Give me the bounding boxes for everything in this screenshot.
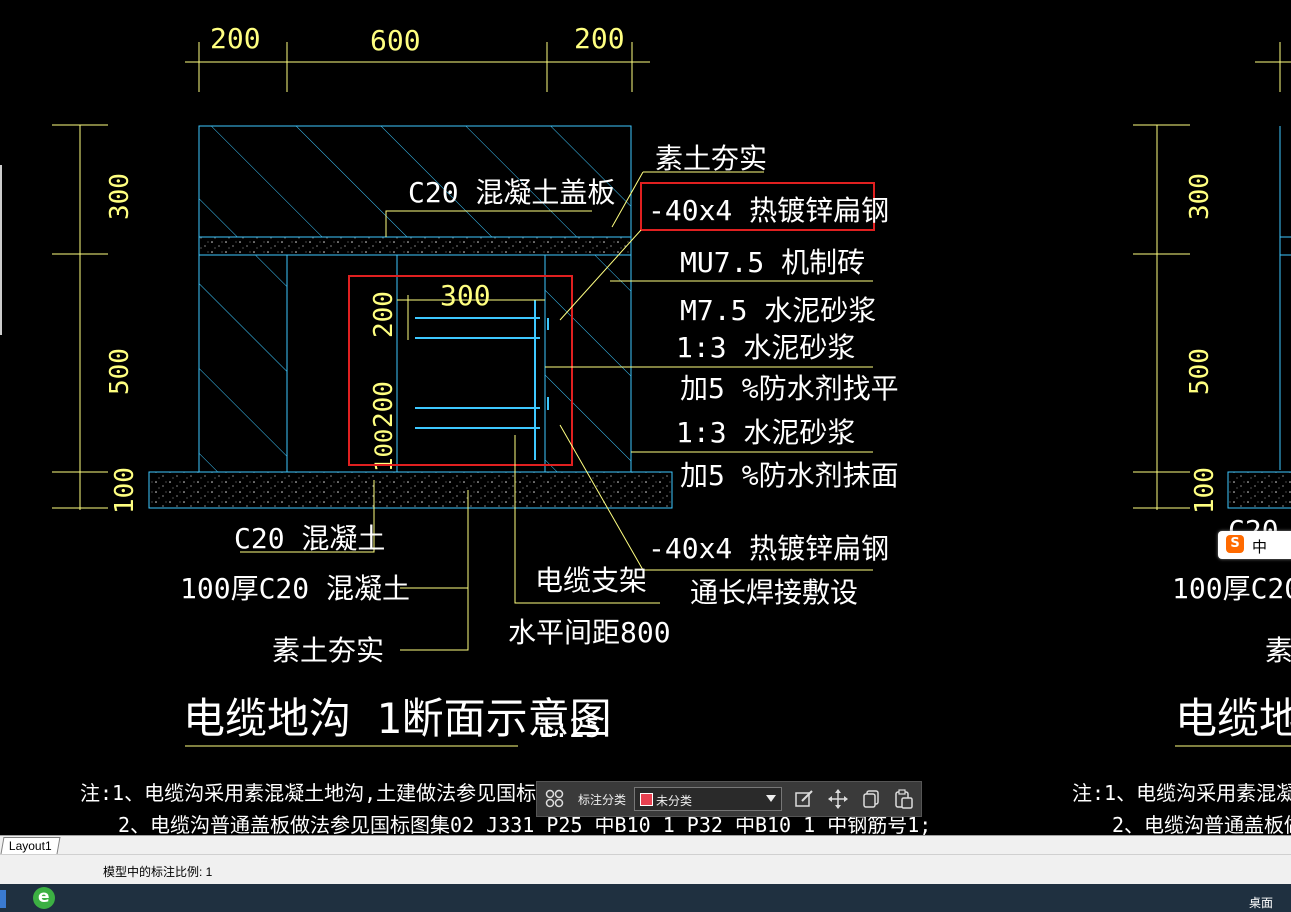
right-title: 电缆地沟	[1175, 694, 1291, 743]
label-spacing: 水平间距800	[508, 616, 671, 649]
right-label-soil: 素	[1265, 634, 1291, 667]
drawing-title: 电缆地沟 1断面示意图	[183, 694, 612, 743]
label-base-100: 100厚C20 混凝土	[180, 572, 410, 605]
label-brick: MU7.5 机制砖	[680, 246, 865, 279]
dim-top-2: 600	[370, 24, 421, 57]
label-soil-top: 素土夯实	[655, 142, 767, 175]
highlight-box-bracket	[348, 275, 573, 466]
leader-lines	[185, 171, 873, 747]
right-dim-2: 500	[1185, 348, 1215, 395]
status-bar: 模型中的标注比例: 1	[0, 854, 1291, 885]
annotation-category-label: 标注分类	[578, 793, 627, 807]
annotation-toolbar: 标注分类 未分类	[536, 781, 922, 817]
dim-top-1: 200	[210, 22, 261, 55]
grid-icon[interactable]	[545, 789, 565, 809]
dim-left-3: 100	[110, 467, 140, 514]
desktop-label[interactable]: 桌面	[1249, 896, 1274, 910]
chevron-down-icon	[766, 795, 776, 802]
right-partial-drawing: 300 500 100 C20 100厚C20 素 电缆地沟 注:1、电缆沟采用…	[1072, 42, 1291, 837]
label-waterproof1: 加5 %防水剂找平	[680, 372, 899, 405]
right-note-2: 2、电缆沟普通盖板做法参	[1112, 813, 1291, 835]
dim-inner-2: 200	[369, 291, 399, 338]
label-steel-bottom: -40x4 热镀锌扁钢	[648, 532, 889, 565]
label-cover-slab: C20 混凝土盖板	[408, 176, 615, 209]
dim-top-3: 200	[574, 22, 625, 55]
browser-icon[interactable]	[33, 887, 55, 909]
ime-badge[interactable]: S 中	[1218, 531, 1291, 559]
top-dimensions: 200 600 200	[185, 22, 650, 92]
taskbar-app-icon[interactable]	[0, 890, 6, 908]
tab-layout1[interactable]: Layout1	[0, 837, 61, 854]
inner-dimensions: 300 200 200 100	[369, 279, 545, 472]
ime-logo-icon: S	[1226, 535, 1244, 553]
cad-drawing-canvas[interactable]: 200 600 200 300 500 100 300 200 200	[0, 0, 1291, 837]
right-dim-3: 100	[1190, 467, 1220, 514]
dim-left-1: 300	[105, 173, 135, 220]
label-waterproof2: 加5 %防水剂抹面	[680, 459, 899, 492]
right-note-1: 注:1、电缆沟采用素混凝土地沟,土建做法参	[1072, 781, 1291, 805]
annotation-category-select[interactable]: 未分类	[634, 787, 782, 811]
tab-layout1-label: Layout1	[8, 839, 52, 853]
ime-mode: 中	[1252, 538, 1268, 556]
drawing-labels: 素土夯实 C20 混凝土盖板 -40x4 热镀锌扁钢 MU7.5 机制砖 M7.…	[80, 142, 931, 837]
highlight-box-steel	[640, 182, 875, 231]
label-plaster1: 1:3 水泥砂浆	[676, 331, 855, 364]
left-dimensions: 300 500 100	[52, 124, 140, 514]
annotation-scale-status: 模型中的标注比例: 1	[103, 865, 213, 879]
taskbar: 桌面	[0, 884, 1291, 912]
edit-icon[interactable]	[794, 789, 814, 809]
dim-left-2: 500	[105, 348, 135, 395]
label-plaster2: 1:3 水泥砂浆	[676, 416, 855, 449]
cad-drawing: 200 600 200 300 500 100 300 200 200	[52, 22, 1291, 837]
layout-tab-bar: Layout1	[0, 835, 1291, 855]
label-soil-bottom: 素土夯实	[272, 634, 384, 667]
paste-icon[interactable]	[894, 789, 914, 809]
label-weld: 通长焊接敷设	[690, 576, 858, 609]
label-steel-top: -40x4 热镀锌扁钢	[648, 194, 889, 227]
annotation-category-value: 未分类	[656, 794, 693, 808]
note-2: 2、电缆沟普通盖板做法参见国标图集02 J331 P25 中B10 1 P32 …	[118, 813, 931, 835]
dim-inner-1: 300	[440, 279, 491, 312]
label-base-concrete: C20 混凝土	[234, 522, 385, 555]
move-icon[interactable]	[828, 789, 848, 809]
drawing-scale: 1:25	[538, 714, 601, 744]
left-edge-marker	[0, 165, 2, 335]
copy-icon[interactable]	[861, 789, 881, 809]
label-mortar: M7.5 水泥砂浆	[680, 294, 876, 327]
label-cable-bracket: 电缆支架	[535, 564, 647, 597]
trench-section	[148, 125, 673, 509]
category-color-swatch	[640, 793, 653, 806]
right-dim-1: 300	[1185, 173, 1215, 220]
dim-inner-3: 200	[369, 381, 399, 428]
right-label-base: 100厚C20	[1172, 572, 1291, 605]
